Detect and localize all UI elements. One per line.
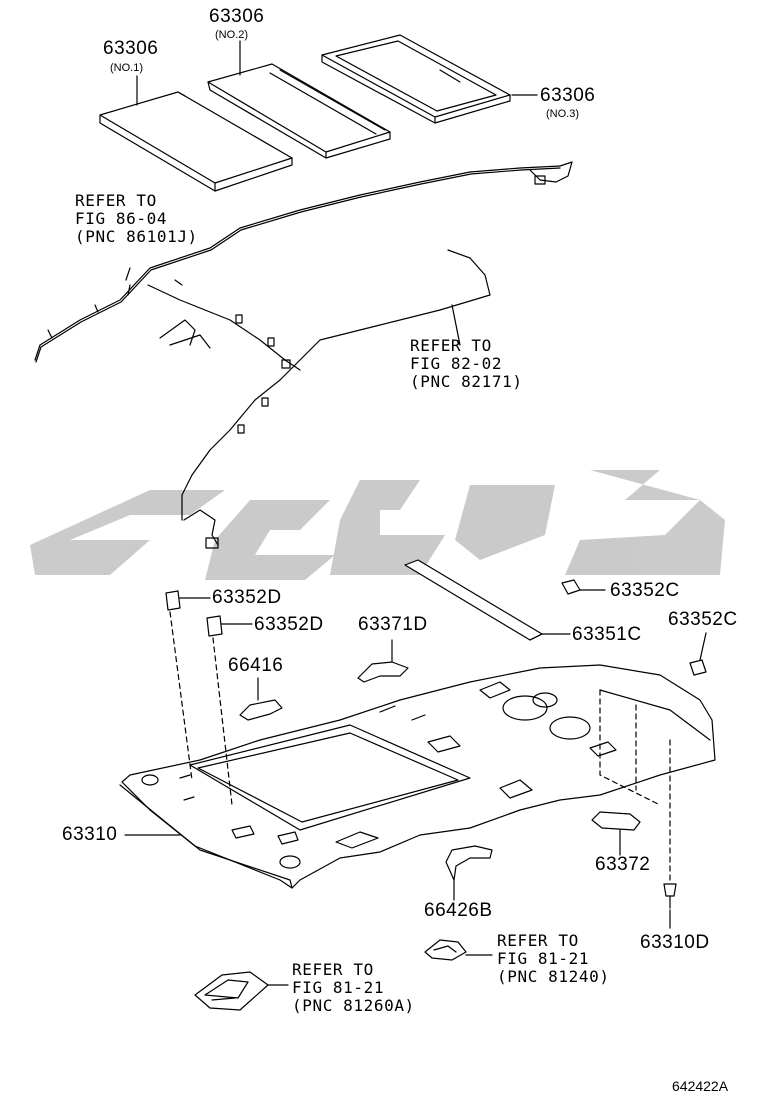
lamp-81240	[424, 939, 493, 961]
screw-63310d	[663, 883, 677, 929]
label-63352c-b: 63352C	[668, 609, 738, 630]
clip-63352d-b	[206, 615, 253, 637]
label-63306-no3: 63306	[540, 85, 596, 106]
label-63352d-a: 63352D	[212, 587, 282, 608]
label-63310d: 63310D	[640, 932, 710, 953]
wire-harness-82171	[125, 249, 491, 549]
ref-86-04: REFER TO FIG 86-04 (PNC 86101J)	[75, 191, 198, 246]
ref-81-21-a: REFER TO FIG 81-21 (PNC 81240)	[497, 931, 610, 986]
hook-66426b	[445, 845, 493, 901]
label-63351c: 63351C	[572, 624, 642, 645]
label-63352d-b: 63352D	[254, 614, 324, 635]
clip-63352c-a	[561, 579, 606, 595]
label-66426b: 66426B	[424, 900, 493, 921]
label-66416: 66416	[228, 655, 284, 676]
label-63352c-a: 63352C	[610, 580, 680, 601]
dashed-guides	[169, 611, 671, 881]
clip-63352c-b	[689, 632, 707, 676]
panel-leader-lines	[136, 40, 538, 106]
bracket-63371d	[357, 639, 409, 683]
label-63306-no1: 63306	[103, 38, 159, 59]
bracket-63372	[591, 811, 641, 856]
ref-81-21-b: REFER TO FIG 81-21 (PNC 81260A)	[292, 960, 415, 1015]
label-63306-no2-note: (NO.2)	[215, 29, 248, 41]
label-63306-no1-note: (NO.1)	[110, 62, 143, 74]
label-63306-no2: 63306	[209, 6, 265, 27]
wire-harness-86101j	[34, 161, 573, 363]
label-63372: 63372	[595, 854, 651, 875]
figure-code: 642422A	[672, 1078, 729, 1094]
overhead-console-81260a	[194, 971, 289, 1011]
clip-63352d-a	[165, 590, 211, 611]
sunshade-panel-no3	[321, 34, 511, 124]
sunshade-panel-no2	[207, 63, 391, 159]
sunshade-panel-no1	[99, 91, 293, 192]
label-63310: 63310	[62, 824, 118, 845]
holder-66416	[239, 677, 283, 721]
watermark-logo	[30, 470, 725, 580]
headliner-63310	[119, 664, 716, 889]
label-63306-no3-note: (NO.3)	[546, 108, 579, 120]
foam-pad-63351c	[404, 559, 571, 641]
label-63371d: 63371D	[358, 614, 428, 635]
ref-82-02: REFER TO FIG 82-02 (PNC 82171)	[410, 336, 523, 391]
